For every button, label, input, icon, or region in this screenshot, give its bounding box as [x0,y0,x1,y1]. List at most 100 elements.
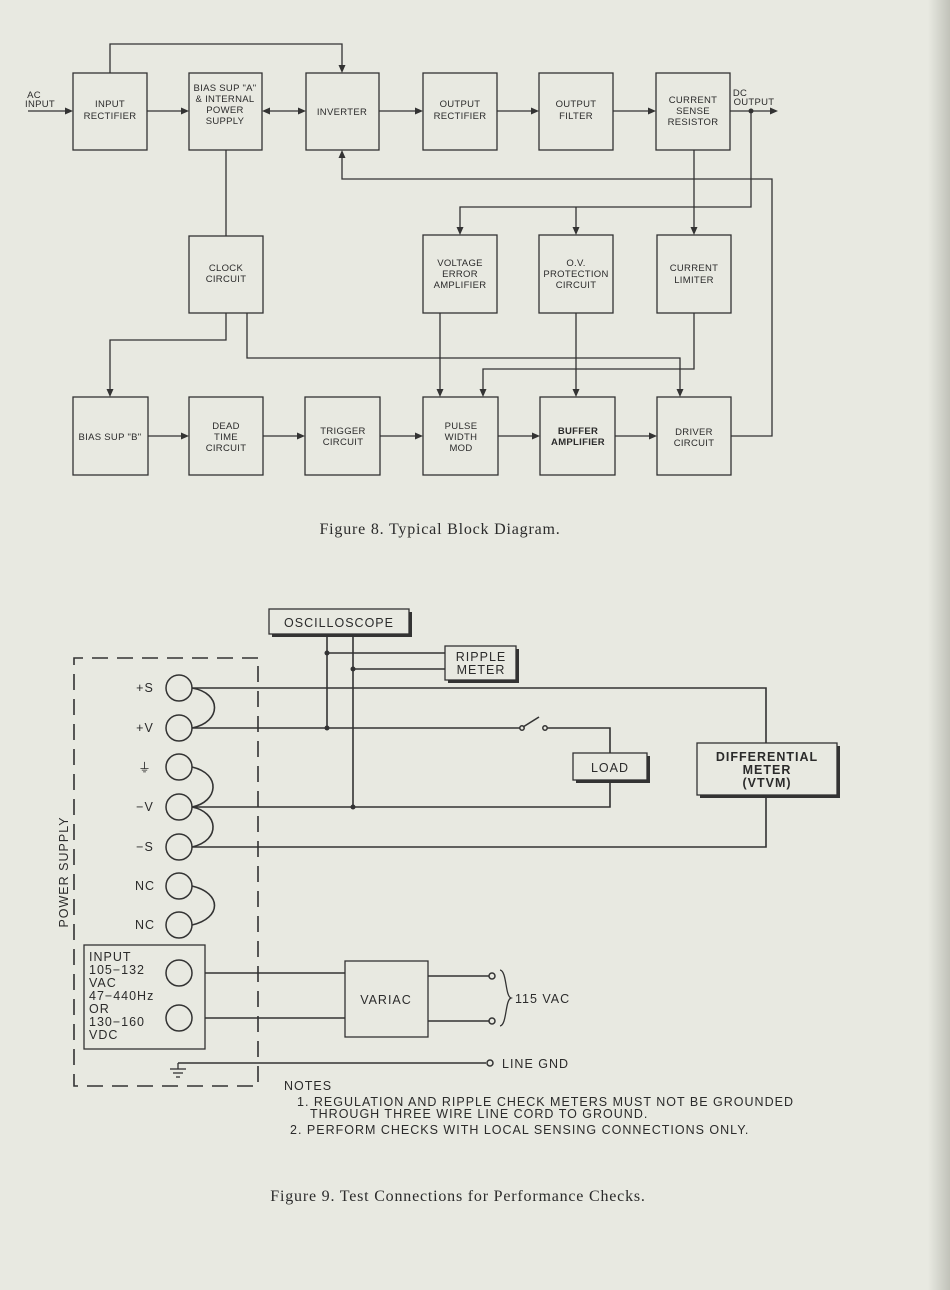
svg-text:RECTIFIER: RECTIFIER [434,111,487,122]
figure-9-test-connections: OSCILLOSCOPE RIPPLE METER LOAD DIFFERENT… [57,608,840,1205]
svg-text:OR: OR [89,1002,110,1016]
svg-text:THROUGH THREE WIRE LINE CORD T: THROUGH THREE WIRE LINE CORD TO GROUND. [310,1107,648,1121]
load-box: LOAD [572,752,650,783]
svg-text:AMPLIFIER: AMPLIFIER [434,280,487,291]
svg-text:CIRCUIT: CIRCUIT [556,280,597,291]
svg-text:−V: −V [136,800,154,814]
svg-text:VARIAC: VARIAC [360,993,412,1007]
svg-text:CIRCUIT: CIRCUIT [674,438,715,449]
svg-text:CIRCUIT: CIRCUIT [206,443,247,454]
svg-text:AMPLIFIER: AMPLIFIER [551,437,605,448]
block-current-sense-resistor: CURRENT SENSE RESISTOR [655,72,731,151]
svg-text:NC: NC [135,918,155,932]
svg-text:INPUT: INPUT [89,950,132,964]
svg-text:POWER: POWER [206,105,243,116]
block-driver-circuit: DRIVER CIRCUIT [656,396,732,476]
svg-text:RECTIFIER: RECTIFIER [84,111,137,122]
dc-output-label-2: OUTPUT [734,97,775,108]
variac-box: VARIAC [344,960,429,1038]
svg-text:(VTVM): (VTVM) [742,776,791,790]
block-voltage-error-amplifier: VOLTAGE ERROR AMPLIFIER [422,234,498,314]
svg-text:130−160: 130−160 [89,1015,145,1029]
figure-9-caption: Figure 9. Test Connections for Performan… [270,1188,645,1205]
svg-text:CLOCK: CLOCK [209,263,244,274]
svg-text:SENSE: SENSE [676,106,710,117]
svg-text:WIDTH: WIDTH [445,432,478,443]
notes-block: NOTES 1. REGULATION AND RIPPLE CHECK MET… [284,1079,794,1137]
svg-text:OUTPUT: OUTPUT [556,99,597,110]
terminal-plus-s: +S [136,674,193,702]
block-buffer-amplifier: BUFFER AMPLIFIER [539,396,616,476]
svg-text:CURRENT: CURRENT [669,95,718,106]
page-edge-shadow [928,0,950,1290]
svg-text:RIPPLE: RIPPLE [456,650,506,664]
block-dead-time-circuit: DEAD TIME CIRCUIT [188,396,264,476]
ac-input-label-2: INPUT [25,99,55,110]
fig8-wires [28,43,778,440]
svg-text:CIRCUIT: CIRCUIT [206,274,247,285]
svg-text:TIME: TIME [214,432,238,443]
svg-text:DRIVER: DRIVER [675,427,713,438]
svg-text:BUFFER: BUFFER [558,426,598,437]
svg-text:OSCILLOSCOPE: OSCILLOSCOPE [284,616,394,630]
differential-meter-box: DIFFERENTIAL METER (VTVM) [696,742,840,798]
block-ov-protection-circuit: O.V. PROTECTION CIRCUIT [538,234,614,314]
terminal-nc-2: NC [135,911,193,939]
input-terminal-block: INPUT 105−132 VAC 47−440Hz OR 130−160 VD… [83,944,206,1050]
block-clock-circuit: CLOCK CIRCUIT [188,235,264,314]
svg-text:47−440Hz: 47−440Hz [89,989,154,1003]
block-pulse-width-mod: PULSE WIDTH MOD [422,396,499,476]
svg-text:METER: METER [457,663,506,677]
block-bias-sup-b: BIAS SUP "B" [72,396,149,476]
svg-text:CIRCUIT: CIRCUIT [323,437,364,448]
svg-text:DIFFERENTIAL: DIFFERENTIAL [716,750,818,764]
line-gnd-label: LINE GND [502,1057,569,1071]
svg-text:MOD: MOD [449,443,472,454]
block-inverter: INVERTER [305,72,380,151]
ground-icon: ⏚ [138,761,152,775]
svg-text:PROTECTION: PROTECTION [543,269,608,280]
svg-text:BIAS SUP "B": BIAS SUP "B" [79,432,142,443]
svg-text:1. REGULATION AND RIPPLE CHECK: 1. REGULATION AND RIPPLE CHECK METERS MU… [297,1095,794,1109]
ripple-meter-box: RIPPLE METER [444,645,519,683]
svg-text:VOLTAGE: VOLTAGE [437,258,483,269]
svg-text:BIAS SUP "A": BIAS SUP "A" [194,83,257,94]
power-supply-label: POWER SUPPLY [57,816,71,927]
svg-text:METER: METER [743,763,792,777]
svg-text:NOTES: NOTES [284,1079,332,1093]
figure-8-caption: Figure 8. Typical Block Diagram. [319,521,560,538]
block-input-rectifier: INPUT RECTIFIER [72,72,148,151]
svg-text:NC: NC [135,879,155,893]
svg-text:+S: +S [136,681,154,695]
svg-text:TRIGGER: TRIGGER [320,426,365,437]
svg-text:2. PERFORM CHECKS WITH LOCAL S: 2. PERFORM CHECKS WITH LOCAL SENSING CON… [290,1123,749,1137]
svg-text:RESISTOR: RESISTOR [668,117,719,128]
block-current-limiter: CURRENT LIMITER [656,234,732,314]
figure-8-block-diagram: AC INPUT DC OUTPUT INPUT RECTIFIER BIAS … [25,43,778,538]
oscilloscope-box: OSCILLOSCOPE [268,608,412,637]
svg-text:PULSE: PULSE [445,421,478,432]
svg-text:INPUT: INPUT [95,99,125,110]
svg-text:DEAD: DEAD [212,421,240,432]
svg-text:LOAD: LOAD [591,761,629,775]
block-output-filter: OUTPUT FILTER [538,72,614,151]
terminal-nc-1: NC [135,872,193,900]
svg-text:−S: −S [136,840,154,854]
115-vac-label: 115 VAC [515,992,570,1006]
svg-text:O.V.: O.V. [566,258,585,269]
block-trigger-circuit: TRIGGER CIRCUIT [304,396,381,476]
power-supply-boundary [73,657,259,1087]
svg-text:ERROR: ERROR [442,269,478,280]
terminal-plus-v: +V [136,714,193,742]
terminal-ground: ⏚ [138,753,193,781]
svg-text:LIMITER: LIMITER [674,275,714,286]
svg-text:VAC: VAC [89,976,117,990]
svg-text:INVERTER: INVERTER [317,107,367,118]
svg-text:OUTPUT: OUTPUT [440,99,481,110]
svg-text:FILTER: FILTER [559,111,593,122]
svg-text:105−132: 105−132 [89,963,145,977]
svg-text:& INTERNAL: & INTERNAL [196,94,255,105]
svg-text:+V: +V [136,721,154,735]
block-output-rectifier: OUTPUT RECTIFIER [422,72,498,151]
